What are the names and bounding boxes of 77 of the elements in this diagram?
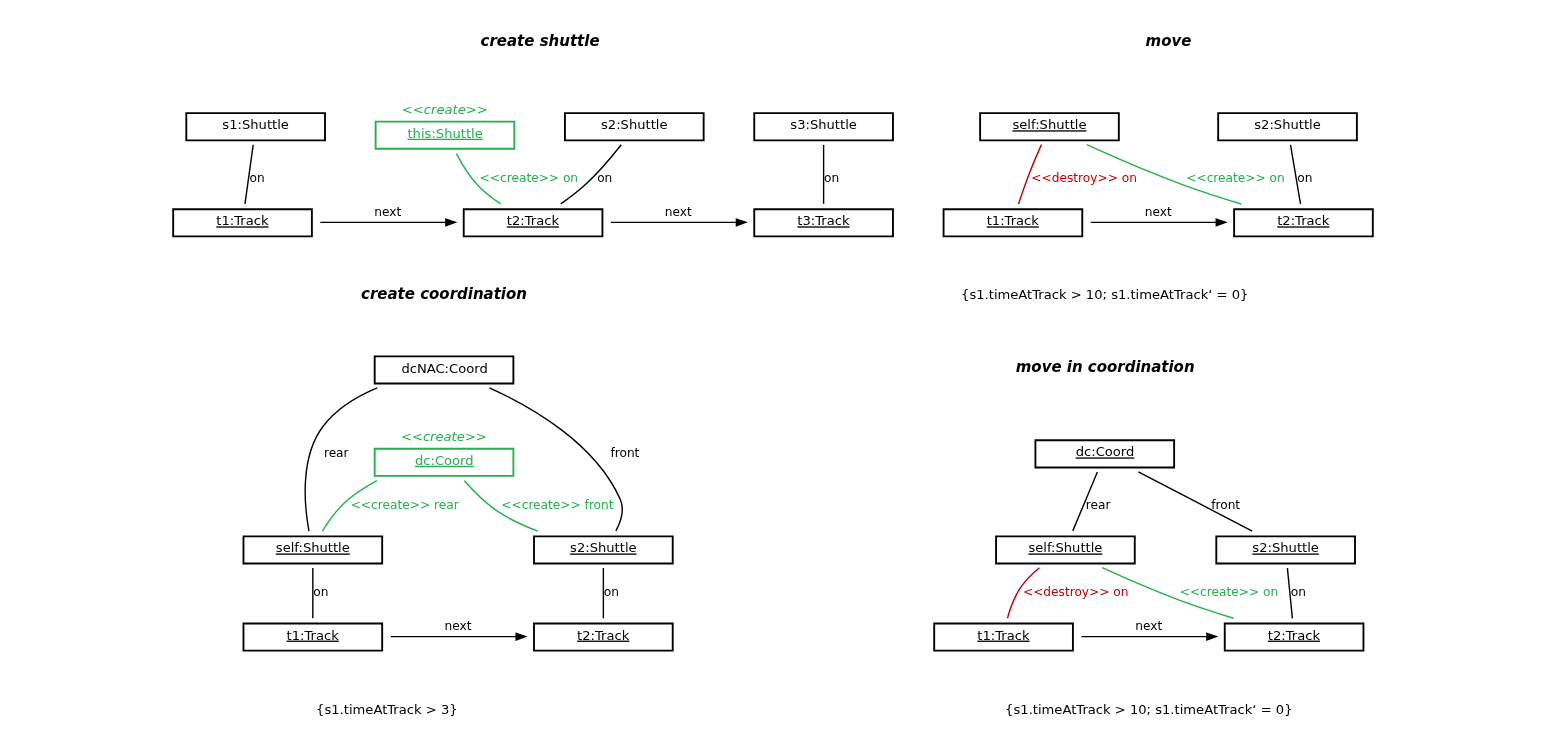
node-box: s2:Shuttle — [1214, 535, 1356, 565]
node-box: s1:Shuttle — [184, 112, 326, 142]
edge-label: next — [444, 619, 472, 634]
label: create coordination — [360, 284, 527, 303]
connector — [602, 567, 604, 620]
edge-label: on — [603, 585, 619, 600]
connector — [822, 144, 824, 205]
edge-label: on — [248, 170, 265, 185]
edge-label: <<destroy>> on — [1030, 170, 1137, 185]
edge-label: on — [312, 585, 328, 600]
node-box: t1:Track — [171, 208, 313, 238]
edge-label: next — [1134, 619, 1162, 634]
node-label: <<create>> — [401, 102, 488, 118]
connector — [463, 480, 539, 532]
edge-label: on — [1296, 170, 1312, 185]
label: {s1.timeAtTrack > 10; s1.timeAtTrack‘ = 0} — [960, 287, 1248, 303]
node-box: s2:Shuttle — [532, 535, 674, 565]
connector — [455, 152, 501, 205]
label: move — [1145, 32, 1191, 51]
node-box: t1:Track — [942, 208, 1083, 238]
edge-label: on — [823, 170, 839, 185]
edge-label: front — [1210, 498, 1240, 513]
connector — [243, 144, 254, 205]
node-box: self:Shuttle — [994, 535, 1136, 565]
edge-label: on — [596, 170, 612, 185]
edge-label: <<create>> on — [1185, 170, 1285, 185]
connector — [1137, 471, 1253, 532]
edge-label: <<destroy>> on — [1022, 585, 1128, 600]
arrow — [1089, 218, 1228, 227]
arrow — [319, 218, 457, 227]
arrow — [609, 218, 748, 227]
label: move in coordination — [1015, 358, 1195, 377]
label: create shuttle — [480, 32, 600, 51]
edge-label: <<create>> on — [479, 170, 578, 185]
node-box: dc:Coord — [1034, 439, 1175, 469]
node-box: t2:Track — [1232, 208, 1374, 238]
arrow — [389, 632, 528, 641]
connector — [1289, 144, 1301, 205]
edge-label: rear — [323, 445, 349, 460]
node-label: <<create>> — [400, 429, 487, 445]
connector — [1286, 567, 1293, 620]
edge-label: next — [664, 205, 692, 220]
node-box: t2:Track — [532, 622, 674, 652]
connector — [488, 387, 623, 532]
node-box: t1:Track — [932, 622, 1074, 652]
node-box: t1:Track — [242, 622, 383, 652]
connector — [303, 387, 378, 532]
edge-label: on — [1290, 585, 1306, 600]
node-box: self:Shuttle — [978, 112, 1120, 142]
edge-label: front — [609, 445, 639, 460]
label: {s1.timeAtTrack > 10; s1.timeAtTrack‘ = 0} — [1004, 701, 1293, 717]
edge-label: <<create>> front — [500, 498, 614, 513]
connector — [1071, 471, 1098, 532]
connector — [1085, 143, 1242, 205]
connector — [311, 567, 314, 620]
edge-label: next — [373, 205, 401, 220]
node-box: t2:Track — [462, 208, 603, 238]
connector — [321, 479, 378, 532]
label: {s1.timeAtTrack > 3} — [315, 701, 458, 717]
connector — [1006, 567, 1040, 619]
connector — [1017, 143, 1042, 205]
node-box: this:Shuttle — [374, 120, 515, 150]
node-box: dcNAC:Coord — [373, 355, 514, 385]
node-box: s2:Shuttle — [563, 112, 705, 142]
node-box: s3:Shuttle — [752, 112, 894, 142]
edge-label: next — [1144, 205, 1172, 220]
connector — [559, 144, 622, 205]
edge-label: rear — [1085, 498, 1111, 513]
node-box: s2:Shuttle — [1216, 112, 1358, 142]
edge-label: <<create>> rear — [350, 498, 459, 513]
node-box: t2:Track — [1223, 622, 1364, 652]
node-box: t3:Track — [752, 208, 894, 238]
node-box: dc:Coord — [373, 447, 514, 477]
edge-label: <<create>> on — [1179, 585, 1278, 600]
node-box: self:Shuttle — [242, 535, 383, 565]
connector — [1101, 567, 1234, 619]
arrow — [1080, 632, 1218, 641]
